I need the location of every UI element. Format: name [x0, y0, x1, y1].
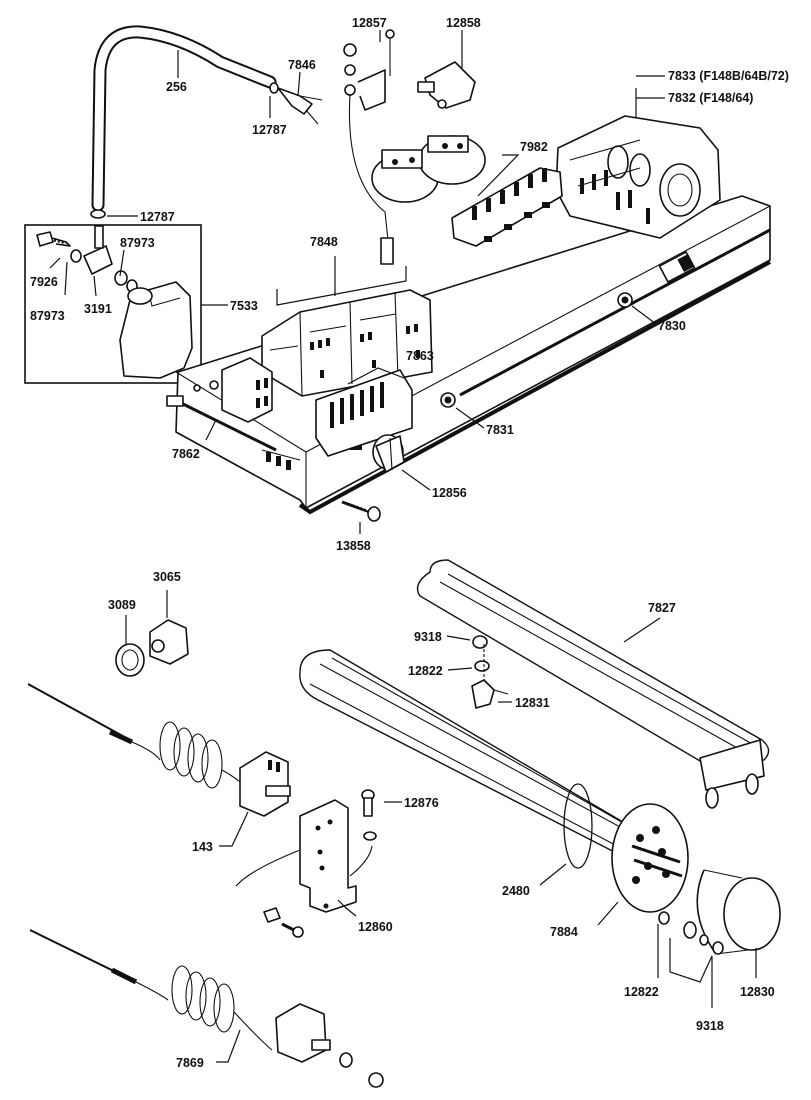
- callout-7869: 7869: [176, 1056, 204, 1070]
- flange-part-7884: [597, 803, 689, 926]
- bracket-part-12857: [343, 29, 395, 111]
- callout-256: 256: [166, 80, 187, 94]
- callout-7846: 7846: [288, 58, 316, 72]
- callout-3089: 3089: [108, 598, 136, 612]
- callout-7884: 7884: [550, 925, 578, 939]
- clip-part-12831: [471, 635, 509, 709]
- callout-7827: 7827: [648, 601, 676, 615]
- callout-7862: 7862: [172, 447, 200, 461]
- callout-9318-lower: 9318: [696, 1019, 724, 1033]
- y-connector-part-7846: [269, 82, 323, 125]
- callout-9318-upper: 9318: [414, 630, 442, 644]
- sensor-part-7862: [166, 395, 301, 470]
- callout-12876: 12876: [404, 796, 439, 810]
- callout-12858: 12858: [446, 16, 481, 30]
- terminal-strip-part-7982: [451, 154, 563, 247]
- valve-inset-box: [24, 224, 228, 384]
- leader-lines: [49, 30, 657, 703]
- hose-part-256: [90, 25, 277, 219]
- callout-2480: 2480: [502, 884, 530, 898]
- callout-87973-lower: 87973: [30, 309, 65, 323]
- screw-nut: [235, 849, 304, 938]
- callout-12787-mid: 12787: [140, 210, 175, 224]
- callout-12830: 12830: [740, 985, 775, 999]
- callout-12822-lower: 12822: [624, 985, 659, 999]
- callout-3191: 3191: [84, 302, 112, 316]
- relay-block-part-7848: [261, 256, 433, 397]
- bracket-part-12860: [299, 799, 357, 917]
- knob-part-12856: [372, 434, 405, 473]
- screw-part-13858: [341, 499, 381, 522]
- ring-part-3089: [115, 615, 145, 677]
- cover-part-12830: [696, 869, 781, 978]
- callout-12787-top: 12787: [252, 123, 287, 137]
- callout-12831: 12831: [515, 696, 550, 710]
- pressure-switch-body: [348, 93, 486, 265]
- callout-143: 143: [192, 840, 213, 854]
- callout-7833: 7833 (F148B/64B/72): [668, 69, 789, 83]
- heating-element-part-7827: [416, 559, 770, 809]
- callout-87973-upper: 87973: [120, 236, 155, 250]
- thermostat-part-7869: [29, 929, 384, 1088]
- timer-part-7833: [555, 75, 721, 239]
- small-relay: [221, 357, 273, 423]
- callout-12860: 12860: [358, 920, 393, 934]
- callout-7533: 7533: [230, 299, 258, 313]
- valve-parts: [36, 225, 193, 379]
- thermostat-part-3065: [149, 590, 189, 665]
- callout-7926: 7926: [30, 275, 58, 289]
- callout-12856: 12856: [432, 486, 467, 500]
- connector-part-12858: [417, 61, 476, 109]
- callout-7848: 7848: [310, 235, 338, 249]
- callout-labels: 256 7846 12787 12857 12858 7833 (F148B/6…: [30, 16, 789, 1070]
- callout-3065: 3065: [153, 570, 181, 584]
- callout-7863: 7863: [406, 349, 434, 363]
- callout-7982: 7982: [520, 140, 548, 154]
- nut-parts-12822-9318: [657, 911, 724, 1008]
- callout-13858: 13858: [336, 539, 371, 553]
- callout-12822-upper: 12822: [408, 664, 443, 678]
- callout-7831: 7831: [486, 423, 514, 437]
- screw-part-12876: [349, 789, 402, 877]
- thermostat-part-143: [27, 683, 291, 847]
- callout-7830: 7830: [658, 319, 686, 333]
- callout-7832: 7832 (F148/64): [668, 91, 753, 105]
- callout-12857: 12857: [352, 16, 387, 30]
